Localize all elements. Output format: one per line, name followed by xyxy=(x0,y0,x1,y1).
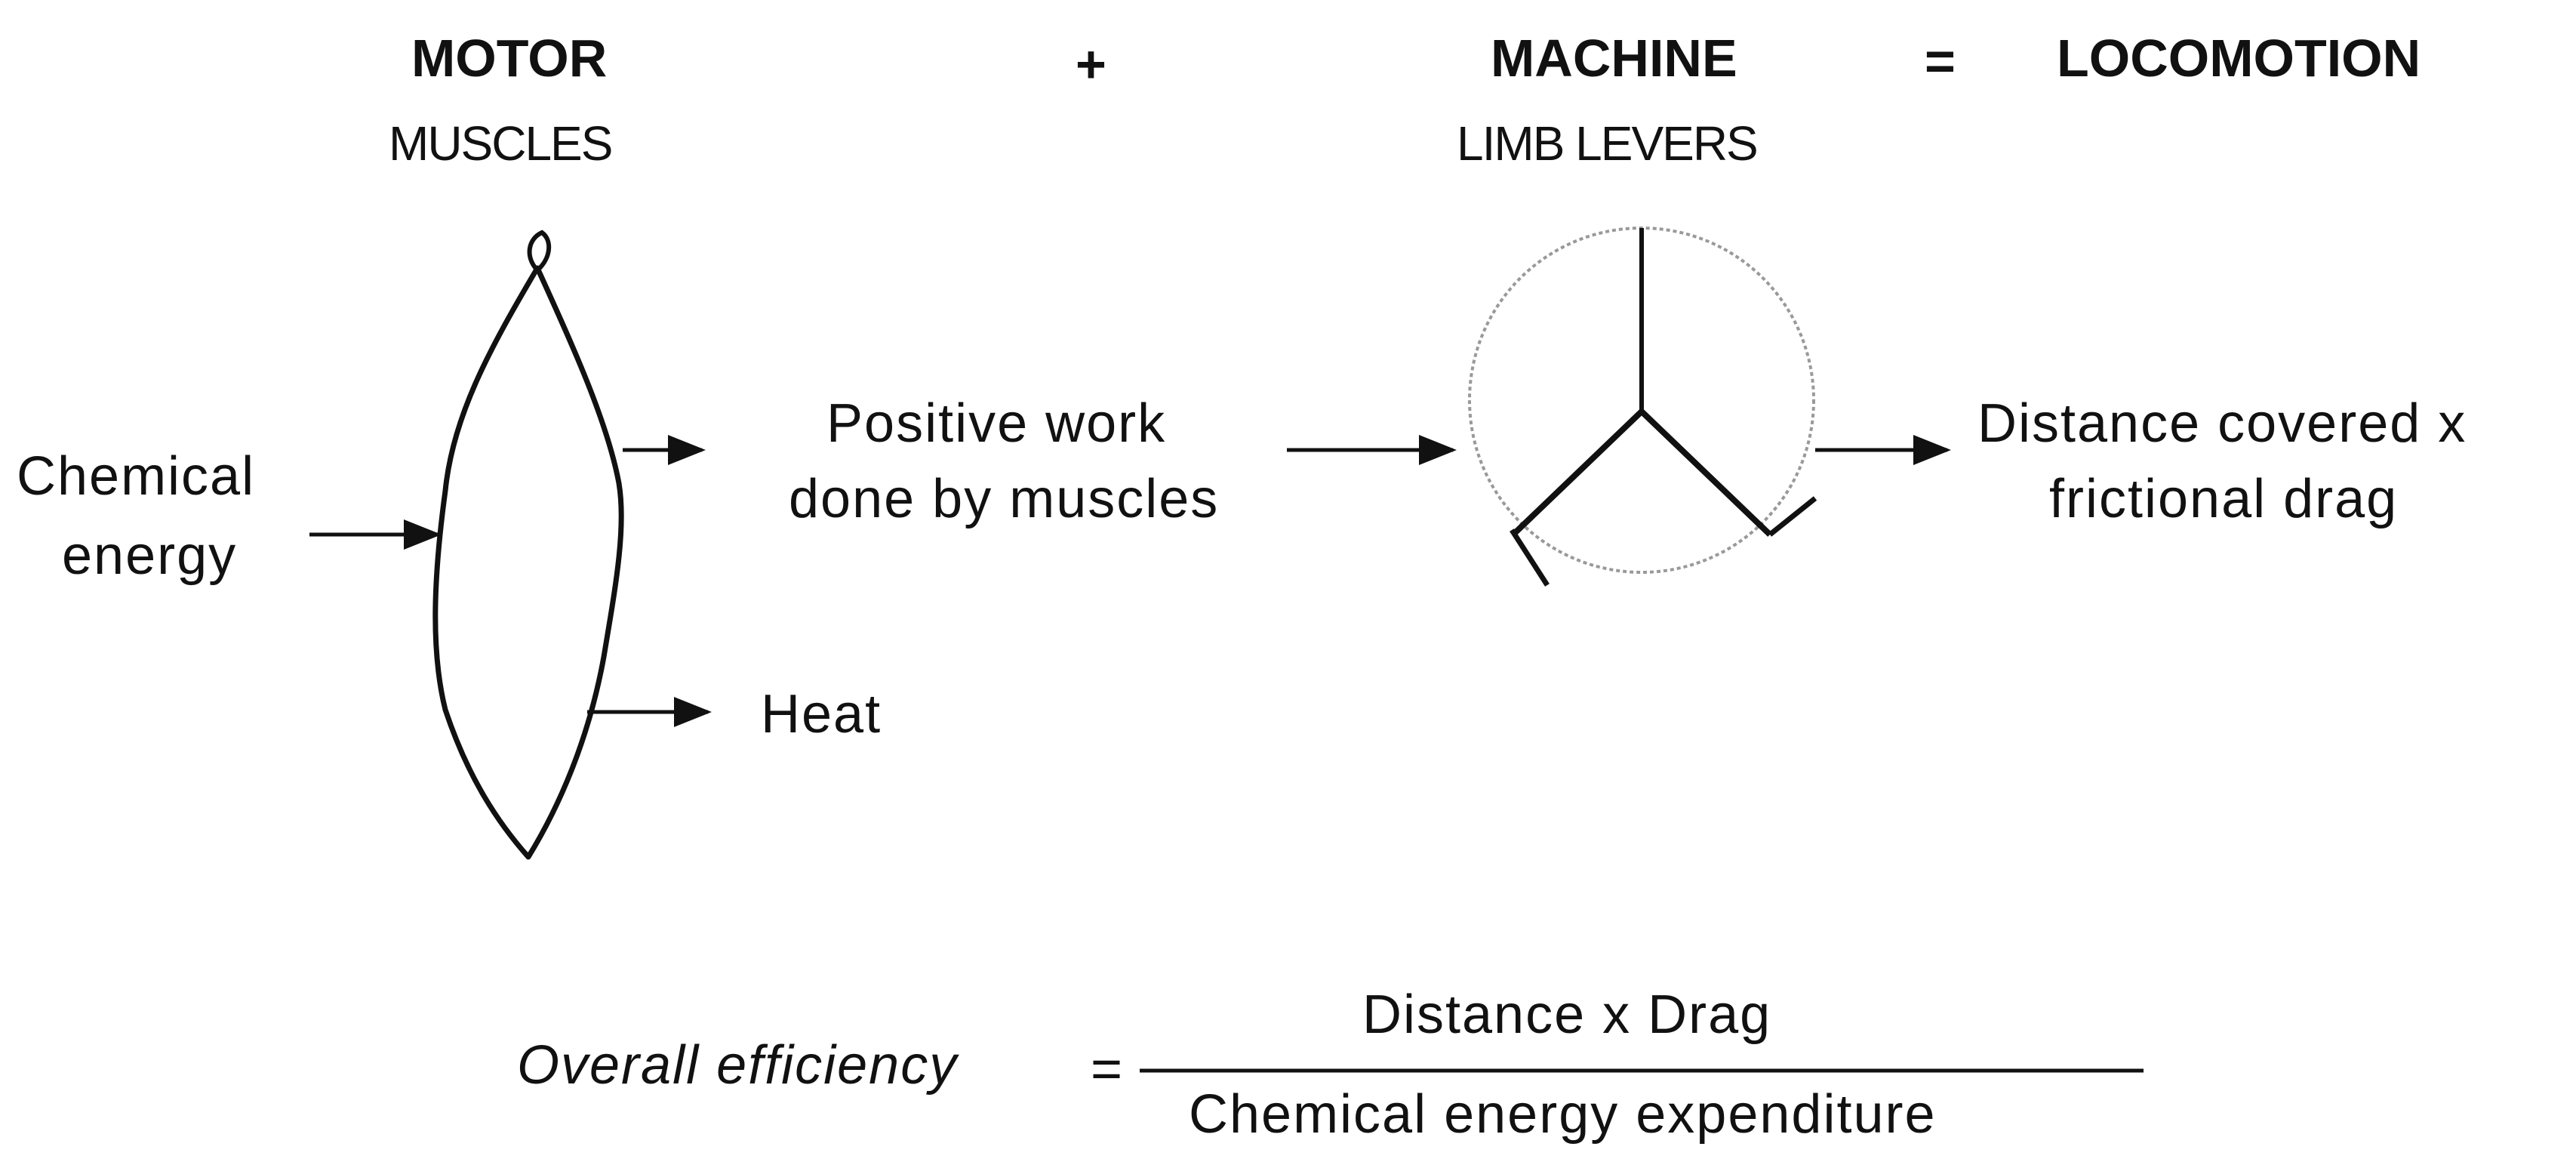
plus-sign: + xyxy=(1076,35,1106,94)
positive-work-line2: done by muscles xyxy=(789,469,1220,529)
locomotion-heading: LOCOMOTION xyxy=(2057,29,2421,88)
muscle-tendon-loop xyxy=(527,230,552,274)
lever-left xyxy=(1513,409,1644,535)
motor-heading: MOTOR xyxy=(411,29,608,88)
equation-numerator: Distance x Drag xyxy=(1362,985,1772,1045)
positive-work-line1: Positive work xyxy=(826,393,1167,454)
distance-label-line1: Distance covered x xyxy=(1977,393,2467,454)
distance-label-line2: frictional drag xyxy=(2049,469,2399,529)
muscle-shape xyxy=(432,265,624,860)
equation-left-side: Overall efficiency xyxy=(517,1035,959,1096)
muscles-subheading: MUSCLES xyxy=(389,116,613,171)
lever-right xyxy=(1639,409,1772,537)
limb-levers-subheading: LIMB LEVERS xyxy=(1457,116,1759,171)
equals-sign: = xyxy=(1925,32,1956,91)
chemical-label-line2: energy xyxy=(62,525,238,586)
equation-denominator: Chemical energy expenditure xyxy=(1189,1084,1937,1145)
chemical-label-line1: Chemical xyxy=(17,446,256,507)
equation-equals: = xyxy=(1091,1039,1125,1099)
lever-right-foot xyxy=(1768,496,1817,537)
machine-heading: MACHINE xyxy=(1491,29,1737,88)
heat-label: Heat xyxy=(761,684,882,744)
lever-left-foot xyxy=(1510,529,1550,587)
